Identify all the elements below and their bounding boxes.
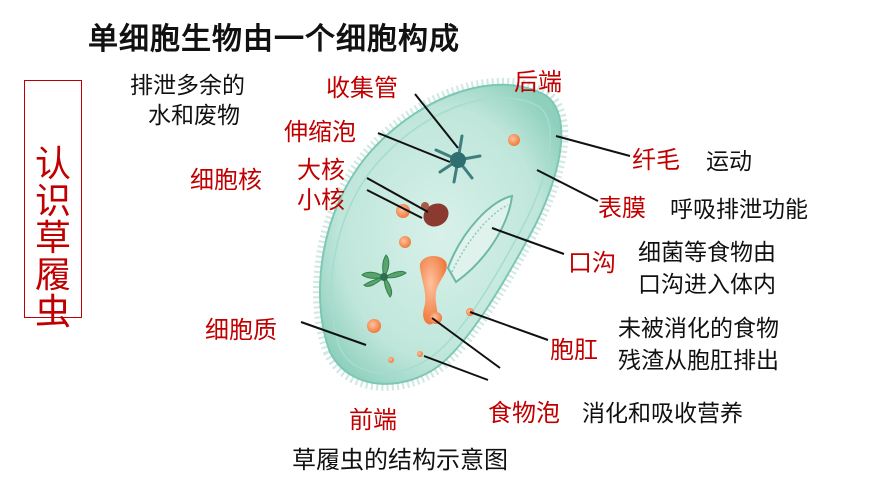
desc-cilia: 运动 (706, 149, 752, 175)
contractile-vacuole-bottom (361, 254, 407, 298)
label-anal-pore: 胞肛 (550, 336, 598, 364)
desc-food-vacuole: 消化和吸收营养 (582, 401, 743, 427)
label-collecting-canal: 收集管 (326, 74, 398, 102)
label-macronucleus: 大核 (297, 156, 345, 184)
label-pellicle: 表膜 (598, 194, 646, 222)
desc-anal-pore-line2: 残渣从胞肛排出 (618, 348, 779, 374)
label-nucleus: 细胞核 (190, 166, 262, 194)
oral-groove (446, 194, 514, 284)
diagram-caption: 草履虫的结构示意图 (292, 446, 508, 474)
side-label: 认识草履虫 (34, 144, 71, 333)
label-micronucleus: 小核 (297, 186, 345, 214)
desc-anal-pore-line1: 未被消化的食物 (618, 316, 779, 342)
contractile-vacuole-top (434, 134, 482, 184)
page-title: 单细胞生物由一个细胞构成 (88, 22, 460, 57)
desc-oral-groove-line2: 口沟进入体内 (638, 272, 776, 298)
desc-excretion-line1: 排泄多余的 (130, 73, 245, 99)
label-food-vacuole: 食物泡 (488, 399, 560, 427)
food-vacuole-large (419, 256, 447, 325)
label-contractile-vacuole: 伸缩泡 (284, 118, 356, 146)
desc-oral-groove-line1: 细菌等食物由 (638, 240, 776, 266)
label-oral-groove: 口沟 (568, 249, 616, 277)
paramecium-body (313, 77, 569, 391)
label-posterior-end: 后端 (514, 68, 562, 96)
leader-lines (300, 93, 631, 381)
label-anterior-end: 前端 (349, 406, 397, 434)
nucleus (421, 202, 449, 227)
label-cilia: 纤毛 (632, 146, 680, 174)
desc-excretion-line2: 水和废物 (148, 103, 240, 129)
food-vacuoles (367, 134, 520, 363)
desc-pellicle: 呼吸排泄功能 (670, 197, 808, 223)
label-cytoplasm: 细胞质 (205, 316, 277, 344)
side-label-box (24, 80, 82, 318)
